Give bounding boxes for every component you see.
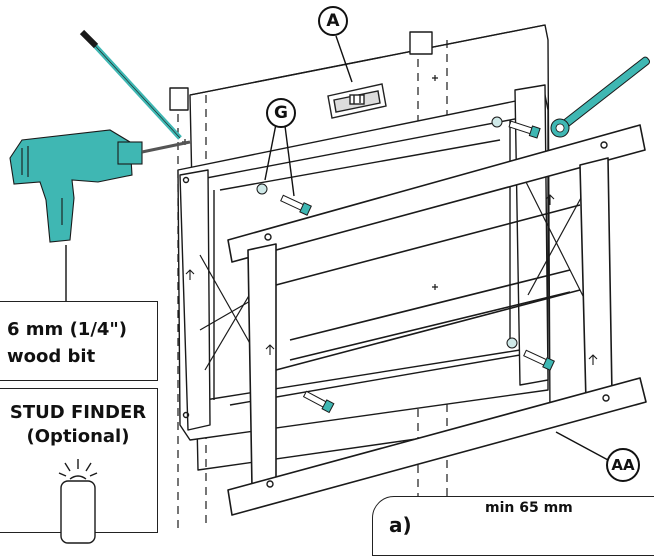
wrench-icon xyxy=(550,56,651,138)
stud-finder-icon xyxy=(58,459,98,544)
drill-bit-type: wood bit xyxy=(7,346,96,367)
drill-icon xyxy=(9,129,191,243)
callout-g-label: G xyxy=(266,98,296,128)
display-frame xyxy=(227,124,647,516)
lag-bolt-icon xyxy=(280,120,555,414)
callout-aa-leader xyxy=(555,431,609,461)
stud-finder-title: STUD FINDER xyxy=(9,402,147,423)
stud-tops xyxy=(169,31,433,111)
inset-detail-a: a) min 65 mm xyxy=(372,496,654,556)
frame-arrows xyxy=(185,194,598,365)
bubble-level-icon xyxy=(327,83,387,119)
stud-finder-callout: STUD FINDER (Optional) xyxy=(0,388,158,544)
callout-aa-label: AA xyxy=(606,448,640,482)
washer-icon xyxy=(256,116,518,349)
inset-min-distance: min 65 mm xyxy=(485,500,573,516)
frame-screw-holes xyxy=(182,141,610,488)
drill-bit-shaft xyxy=(79,29,182,140)
inset-letter: a) xyxy=(389,513,412,537)
drill-bit-callout: 6 mm (1/4") wood bit xyxy=(0,301,158,381)
callout-a-leader xyxy=(335,35,353,83)
drill-bit-size: 6 mm (1/4") xyxy=(7,319,128,340)
mounting-diagram xyxy=(9,24,651,529)
callout-a-label: A xyxy=(318,6,348,36)
stud-finder-optional: (Optional) xyxy=(26,426,130,447)
callout-g-leaders xyxy=(264,123,295,197)
